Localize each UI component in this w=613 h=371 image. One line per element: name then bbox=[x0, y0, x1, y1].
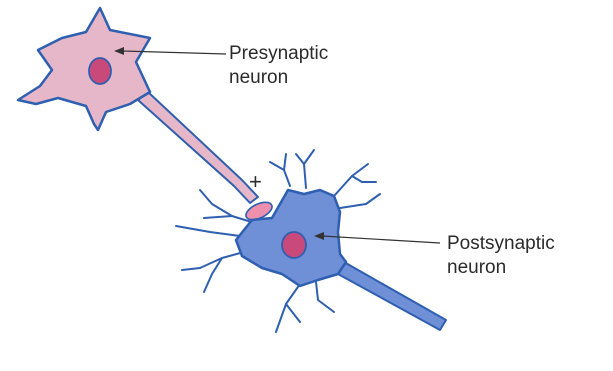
presynaptic-neuron-label: Presynaptic neuron bbox=[229, 42, 328, 90]
presynaptic-axon bbox=[138, 92, 258, 203]
postsynaptic-neuron-label: Postsynaptic neuron bbox=[447, 232, 555, 280]
postsynaptic-label-line2: neuron bbox=[447, 256, 555, 280]
synapse-plus-sign: + bbox=[249, 171, 262, 193]
postsynaptic-label-line1: Postsynaptic bbox=[447, 232, 555, 256]
presynaptic-label-line2: neuron bbox=[229, 66, 328, 90]
presynaptic-cell-body bbox=[18, 8, 150, 130]
postsynaptic-nucleus bbox=[282, 232, 306, 258]
presynaptic-label-line1: Presynaptic bbox=[229, 42, 328, 66]
presynaptic-nucleus bbox=[89, 58, 111, 84]
postsynaptic-axon bbox=[338, 262, 446, 330]
